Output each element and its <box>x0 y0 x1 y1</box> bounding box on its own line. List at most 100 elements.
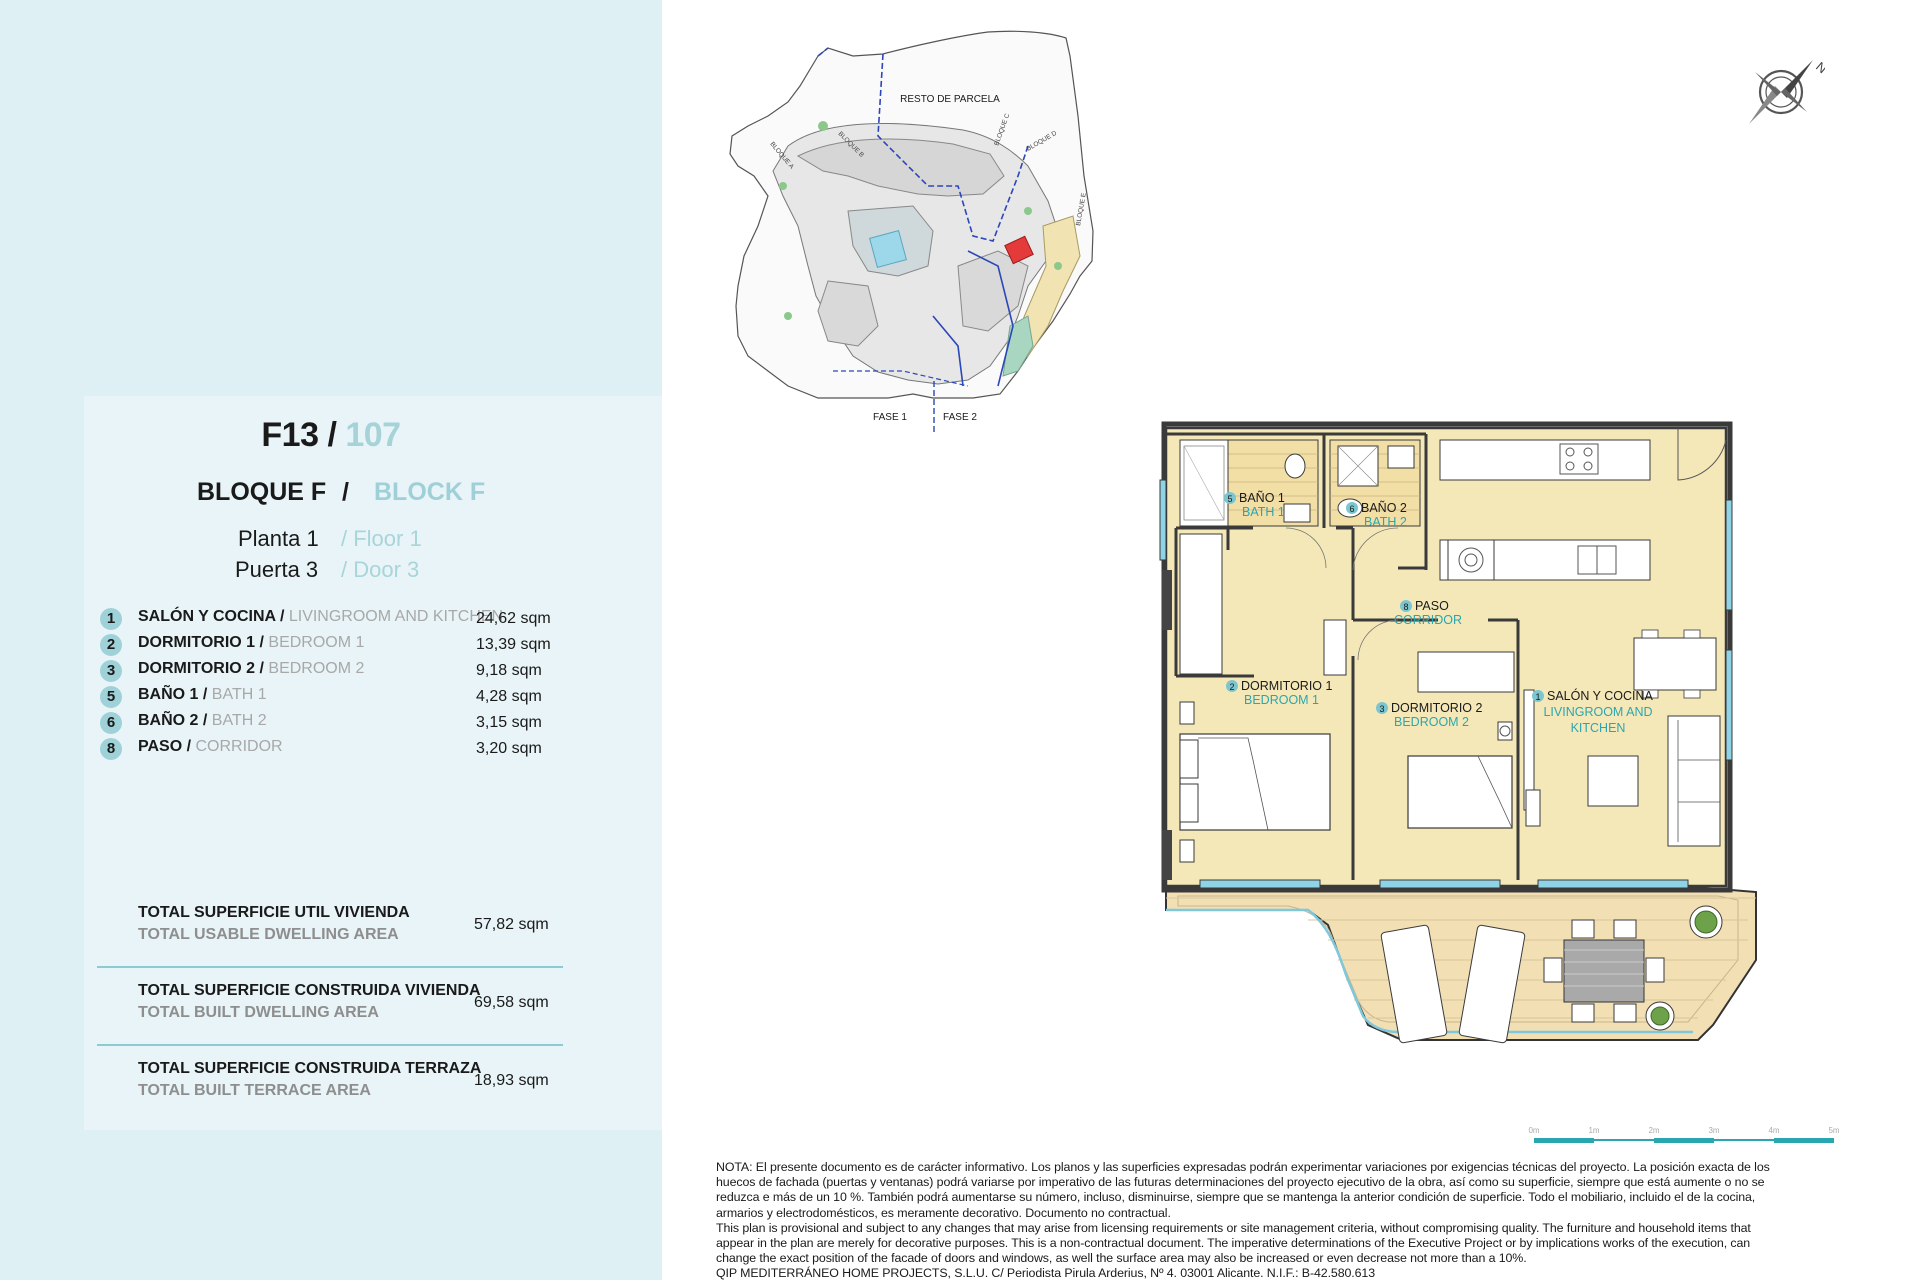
bath2-label-es: BAÑO 2 <box>1361 501 1407 515</box>
bath1-label-es: BAÑO 1 <box>1239 491 1285 505</box>
legal-note: NOTA: El presente documento es de caráct… <box>716 1160 1862 1282</box>
scale-bar: 0m 1m 2m 3m 4m 5m <box>1528 1126 1840 1143</box>
total-value: 57,82 sqm <box>474 916 549 933</box>
total-label-en: TOTAL USABLE DWELLING AREA <box>138 926 399 943</box>
room-number-badge: 3 <box>100 660 122 682</box>
note-line: change the exact position of the facade … <box>716 1251 1527 1266</box>
room-area: 9,18 sqm <box>476 662 542 679</box>
corridor-label-es: PASO <box>1415 599 1449 613</box>
site-plan: RESTO DE PARCELA BLOQUE A BLOQUE B BLOQU… <box>729 30 1094 432</box>
block-slash: / <box>342 478 349 506</box>
note-line: appear in the plan are merely for decora… <box>716 1236 1751 1251</box>
total-label-en: TOTAL BUILT DWELLING AREA <box>138 1004 379 1021</box>
room-name: SALÓN Y COCINA / LIVINGROOM AND KITCHEN <box>138 608 503 626</box>
room-name: DORMITORIO 2 / BEDROOM 2 <box>138 660 364 678</box>
note-line: NOTA: El presente documento es de caráct… <box>716 1160 1770 1174</box>
note-line: armarios y electrodomésticos, es meramen… <box>716 1205 1171 1220</box>
room-name-es: DORMITORIO 2 / <box>138 660 269 677</box>
bed1-label-es: DORMITORIO 1 <box>1241 679 1332 693</box>
compass-north-label: N <box>1813 59 1825 77</box>
scale-0: 0m <box>1528 1126 1539 1135</box>
bath1-badge: 5 <box>1227 494 1232 504</box>
room-name-en: CORRIDOR <box>195 738 283 755</box>
bed2-badge: 3 <box>1379 704 1384 714</box>
room-area: 24,62 sqm <box>476 610 551 627</box>
room-row: 8 PASO / CORRIDOR 3,20 sqm <box>100 738 580 762</box>
bed2-label-en: BEDROOM 2 <box>1394 715 1469 729</box>
room-name-es: SALÓN Y COCINA / <box>138 608 289 625</box>
room-area: 13,39 sqm <box>476 636 551 653</box>
bed2-label-es: DORMITORIO 2 <box>1391 701 1482 715</box>
room-row: 1 SALÓN Y COCINA / LIVINGROOM AND KITCHEN… <box>100 608 580 632</box>
room-number-badge: 8 <box>100 738 122 760</box>
site-resto-label: RESTO DE PARCELA <box>900 94 1000 105</box>
room-row: 3 DORMITORIO 2 / BEDROOM 2 9,18 sqm <box>100 660 580 684</box>
scale-2: 2m <box>1648 1126 1659 1135</box>
scale-5: 5m <box>1828 1126 1839 1135</box>
note-line: reduzca e más de un 10 %. También podrá … <box>716 1190 1756 1205</box>
total-value: 18,93 sqm <box>474 1072 549 1089</box>
bath2-label-en: BATH 2 <box>1364 515 1407 529</box>
floor-label-es: Planta 1 <box>238 526 319 551</box>
room-name: PASO / CORRIDOR <box>138 738 283 756</box>
site-fase2-label: FASE 2 <box>943 412 977 423</box>
info-card <box>84 396 662 1130</box>
floor-plan: 5 BAÑO 1 BATH 1 6 BAÑO 2 BATH 2 8 PASO C… <box>1159 421 1757 1044</box>
total-label-es: TOTAL SUPERFICIE CONSTRUIDA VIVIENDA <box>138 982 481 999</box>
note-line: This plan is provisional and subject to … <box>716 1220 1751 1235</box>
note-line: QIP MEDITERRÁNEO HOME PROJECTS, S.L.U. C… <box>716 1266 1376 1281</box>
room-name: BAÑO 2 / BATH 2 <box>138 712 267 730</box>
bed1-badge: 2 <box>1229 682 1234 692</box>
floor-label-en: / Floor 1 <box>341 526 422 551</box>
room-name-es: BAÑO 1 / <box>138 686 212 703</box>
totals-divider <box>97 1044 563 1046</box>
room-number-badge: 2 <box>100 634 122 656</box>
room-row: 2 DORMITORIO 1 / BEDROOM 1 13,39 sqm <box>100 634 580 658</box>
bed1-label-en: BEDROOM 1 <box>1244 693 1319 707</box>
unit-code: F13 / <box>261 416 337 454</box>
scale-4: 4m <box>1768 1126 1779 1135</box>
room-name-es: DORMITORIO 1 / <box>138 634 269 651</box>
bath2-badge: 6 <box>1349 504 1354 514</box>
scale-1: 1m <box>1588 1126 1599 1135</box>
living-label-en2: KITCHEN <box>1571 721 1626 735</box>
unit-title: F13 / 107 <box>0 416 662 455</box>
corridor-badge: 8 <box>1403 602 1408 612</box>
room-area: 4,28 sqm <box>476 688 542 705</box>
room-number-badge: 5 <box>100 686 122 708</box>
unit-number: 107 <box>345 416 401 454</box>
door-label-es: Puerta 3 <box>235 557 319 582</box>
room-name-en: LIVINGROOM AND KITCHEN <box>288 608 504 625</box>
note-line: huecos de fachada (puertas y ventanas) p… <box>716 1175 1765 1190</box>
living-label-en1: LIVINGROOM AND <box>1543 705 1652 719</box>
door-label-en: / Door 3 <box>341 557 420 582</box>
total-label-es: TOTAL SUPERFICIE CONSTRUIDA TERRAZA <box>138 1060 482 1077</box>
room-name: DORMITORIO 1 / BEDROOM 1 <box>138 634 364 652</box>
room-name-en: BEDROOM 2 <box>268 660 365 677</box>
room-name-en: BEDROOM 1 <box>268 634 365 651</box>
living-label-es: SALÓN Y COCINA <box>1547 688 1653 703</box>
block-label-en: BLOCK F <box>374 478 486 506</box>
compass-icon: N <box>1749 59 1825 124</box>
bath1-label-en: BATH 1 <box>1242 505 1285 519</box>
room-name-en: BATH 1 <box>211 686 267 703</box>
total-row: TOTAL SUPERFICIE CONSTRUIDA VIVIENDA TOTA… <box>138 982 578 1022</box>
room-name: BAÑO 1 / BATH 1 <box>138 686 267 704</box>
room-row: 5 BAÑO 1 / BATH 1 4,28 sqm <box>100 686 580 710</box>
site-fase1-label: FASE 1 <box>873 412 907 423</box>
total-row: TOTAL SUPERFICIE CONSTRUIDA TERRAZA TOTAL… <box>138 1060 578 1100</box>
totals-divider <box>97 966 563 968</box>
room-name-en: BATH 2 <box>211 712 267 729</box>
corridor-label-en: CORRIDOR <box>1394 613 1462 627</box>
total-value: 69,58 sqm <box>474 994 549 1011</box>
total-label-en: TOTAL BUILT TERRACE AREA <box>138 1082 371 1099</box>
room-name-es: BAÑO 2 / <box>138 712 212 729</box>
room-number-badge: 6 <box>100 712 122 734</box>
living-badge: 1 <box>1535 692 1540 702</box>
room-area: 3,20 sqm <box>476 740 542 757</box>
room-name-es: PASO / <box>138 738 196 755</box>
block-label-es: BLOQUE F <box>197 478 327 506</box>
room-number-badge: 1 <box>100 608 122 630</box>
